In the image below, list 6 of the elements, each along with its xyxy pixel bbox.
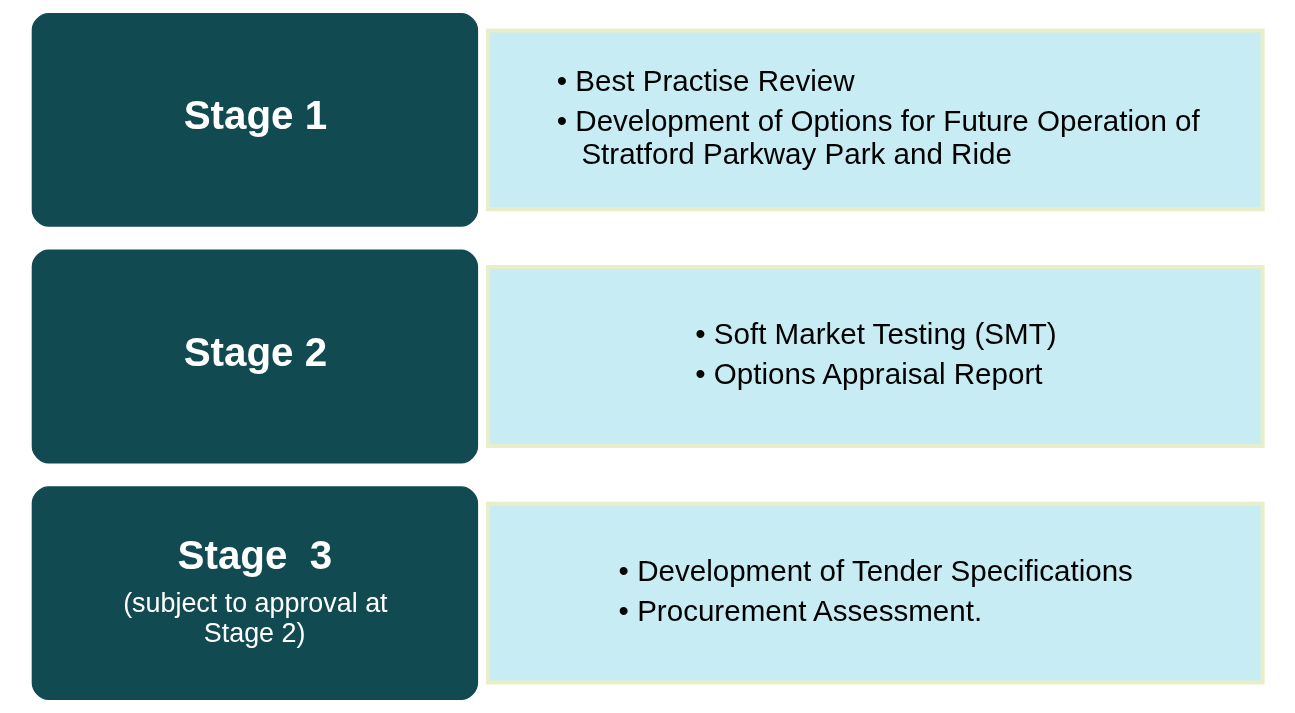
node-box: • Development of Tender Specifications • Procurement Assessment. xyxy=(486,501,1265,685)
node-box: Stage 3 (subject to approval at Stage 2) xyxy=(31,486,479,700)
node-box: Stage 1 xyxy=(31,13,479,227)
node-box: Stage 2 xyxy=(31,249,479,464)
node-box: • Soft Market Testing (SMT) • Options Appraisal Report xyxy=(486,265,1265,448)
node-box: • Best Practise Review • Development of Options for Future Operation of Stratford Parkway Park and Ride xyxy=(486,28,1265,212)
